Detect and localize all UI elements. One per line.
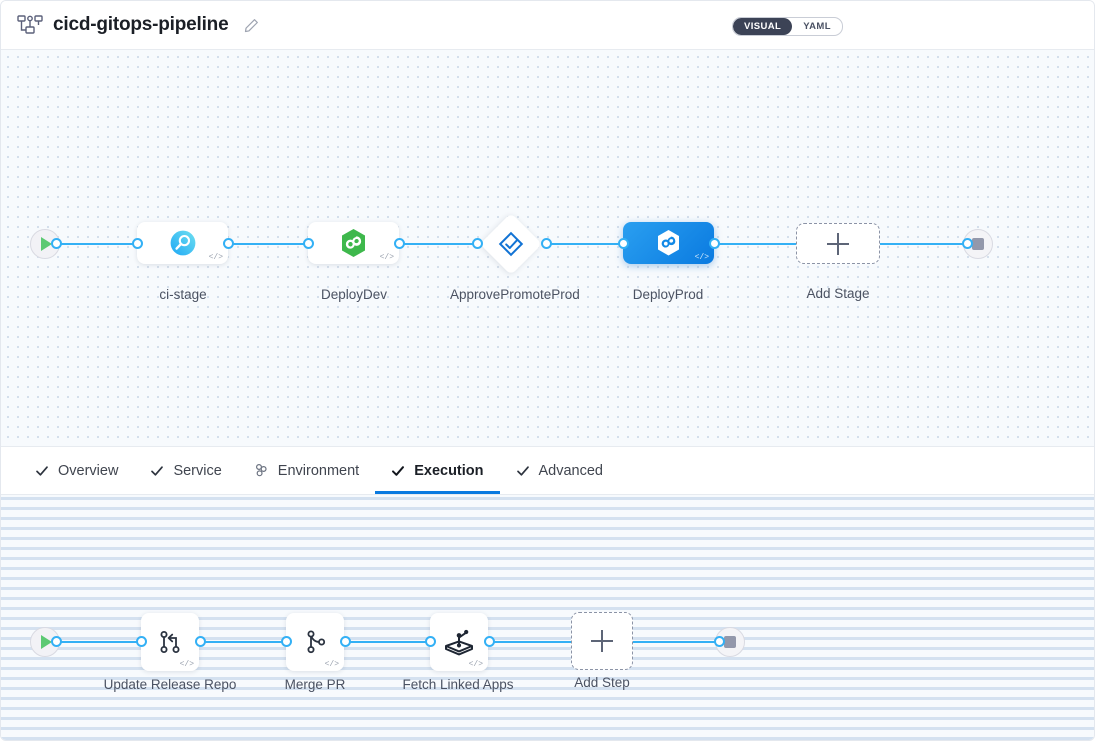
check-icon [150,464,164,478]
stop-icon [724,636,736,648]
step-label-update-release-repo: Update Release Repo [100,674,240,695]
port-deployprod-in[interactable] [618,238,629,249]
git-merge-icon [155,627,185,657]
add-step-label: Add Step [532,672,672,693]
port-step-end-in[interactable] [714,636,725,647]
header-left: cicd-gitops-pipeline [17,14,259,36]
port-end-in[interactable] [962,238,973,249]
edge-update-merge [200,641,286,643]
approval-diamond-check-icon [496,229,526,259]
port-merge-out[interactable] [340,636,351,647]
tab-label: Environment [278,463,359,479]
port-start-out[interactable] [51,238,62,249]
stage-label-approve: ApprovePromoteProd [450,284,570,305]
stage-label-deploydev: DeployDev [284,284,424,305]
stage-node-ci-stage[interactable]: </> [137,222,228,264]
port-deploydev-in[interactable] [303,238,314,249]
stage-label-deployprod: DeployProd [598,284,738,305]
add-stage-button[interactable] [796,223,880,264]
environment-icon [254,463,269,478]
edge-approve-deployprod [546,243,626,245]
check-icon [391,464,405,478]
step-canvas[interactable]: </> Update Release Repo </> Merge PR [1,495,1094,741]
page-title: cicd-gitops-pipeline [53,14,228,36]
edge-ci-deploydev [228,243,313,245]
tab-label: Service [173,463,221,479]
pencil-icon[interactable] [238,18,259,33]
port-step-start-out[interactable] [51,636,62,647]
tab-label: Overview [58,463,118,479]
tab-overview[interactable]: Overview [19,447,134,494]
stage-node-deployprod[interactable]: </> [623,222,714,264]
edge-start-update [56,641,141,643]
code-badge: </> [180,660,194,669]
approval-icon-wrap [489,222,533,266]
edge-deployprod-addstage [714,243,799,245]
header-bar: cicd-gitops-pipeline VISUAL YAML [1,1,1094,50]
git-branch-icon [300,627,330,657]
code-badge: </> [695,253,709,262]
step-node-merge-pr[interactable]: </> [286,613,344,671]
port-approve-out[interactable] [541,238,552,249]
pipeline-icon [17,14,43,36]
edge-merge-fetch [345,641,431,643]
check-icon [516,464,530,478]
add-stage-label: Add Stage [768,283,908,304]
edge-start-ci [56,243,141,245]
plus-icon [591,630,613,652]
stage-config-tabs[interactable]: Overview Service Environment Execution A… [1,447,1094,495]
plus-icon [827,233,849,255]
port-ci-in[interactable] [132,238,143,249]
toggle-visual[interactable]: VISUAL [733,18,792,35]
stage-canvas[interactable]: </> ci-stage </> DeployDev A [1,50,1094,447]
port-update-out[interactable] [195,636,206,647]
argocd-hexagon-icon [655,228,682,258]
edge-deploydev-approve [399,243,477,245]
edge-addstage-end [879,243,967,245]
port-ci-out[interactable] [223,238,234,249]
port-approve-in[interactable] [472,238,483,249]
tab-environment[interactable]: Environment [238,447,375,494]
port-update-in[interactable] [136,636,147,647]
tab-advanced[interactable]: Advanced [500,447,620,494]
code-badge: </> [469,660,483,669]
argocd-app-icon [442,626,476,658]
step-node-update-release-repo[interactable]: </> [141,613,199,671]
port-deploydev-out[interactable] [394,238,405,249]
view-mode-toggle[interactable]: VISUAL YAML [732,17,843,36]
edge-fetch-addstep [489,641,573,643]
ci-magnifier-icon [169,229,197,257]
check-icon [35,464,49,478]
tab-execution[interactable]: Execution [375,447,499,494]
port-merge-in[interactable] [281,636,292,647]
tab-label: Execution [414,463,483,479]
stage-node-deploydev[interactable]: </> [308,222,399,264]
port-fetch-out[interactable] [484,636,495,647]
step-label-merge-pr: Merge PR [245,674,385,695]
stage-label-ci-stage: ci-stage [113,284,253,305]
code-badge: </> [209,253,223,262]
code-badge: </> [325,660,339,669]
step-label-fetch-linked-apps: Fetch Linked Apps [388,674,528,695]
stop-icon [972,238,984,250]
edge-addstep-end [633,641,719,643]
tab-label: Advanced [539,463,604,479]
tab-service[interactable]: Service [134,447,237,494]
argocd-hexagon-icon [340,228,367,258]
port-fetch-in[interactable] [425,636,436,647]
step-node-fetch-linked-apps[interactable]: </> [430,613,488,671]
code-badge: </> [380,253,394,262]
port-deployprod-out[interactable] [709,238,720,249]
add-step-button[interactable] [571,612,633,670]
toggle-yaml[interactable]: YAML [792,18,842,35]
